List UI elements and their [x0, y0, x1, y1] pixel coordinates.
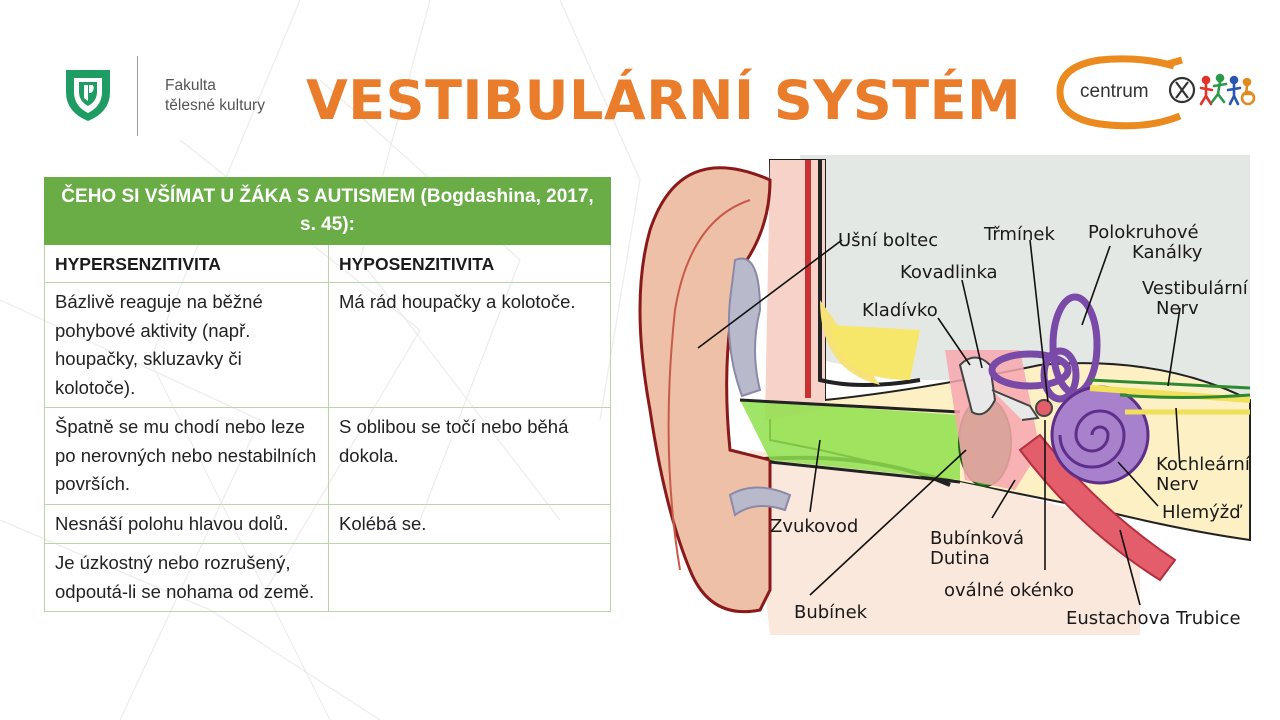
logo-divider	[137, 56, 138, 136]
centrum-logo: centrum	[1056, 55, 1256, 130]
table-cell: Je úzkostný nebo rozrušený, odpoutá-li s…	[44, 543, 329, 612]
label-vestibularni-2: Nerv	[1156, 298, 1199, 319]
label-usni-boltec: Ušní boltec	[838, 230, 938, 251]
table-cell: Nesnáší polohu hlavou dolů.	[44, 503, 329, 544]
ear-canal	[740, 400, 960, 480]
label-kochlearni-1: Kochleární	[1156, 454, 1251, 475]
table-cell: S oblibou se točí nebo běhá dokola.	[327, 407, 612, 505]
label-trminek: Třmínek	[983, 224, 1055, 245]
yellow-bone	[830, 325, 920, 380]
label-kovadlinka: Kovadlinka	[900, 262, 998, 283]
ossicles	[958, 356, 997, 416]
column-header-hyposensitivity: HYPOSENZITIVITA	[327, 244, 612, 283]
ear-anatomy-diagram: Ušní boltec Třmínek Polokruhové Kanálky …	[638, 155, 1251, 635]
label-polokruhove-2: Kanálky	[1132, 242, 1203, 263]
table-row: Bázlivě reaguje na běžné pohybové aktivi…	[44, 282, 612, 408]
label-ovalne-okenko: oválné okénko	[944, 580, 1074, 601]
cochlea	[1050, 385, 1150, 485]
table-cell: Bázlivě reaguje na běžné pohybové aktivi…	[44, 282, 329, 408]
label-kladivko: Kladívko	[862, 300, 938, 321]
centrum-logo-text: centrum	[1080, 81, 1149, 102]
label-kochlearni-2: Nerv	[1156, 474, 1199, 495]
autism-observation-table: ČEHO SI VŠÍMAT U ŽÁKA S AUTISMEM (Bogdas…	[43, 177, 612, 612]
label-vestibularni-1: Vestibulární	[1142, 278, 1249, 299]
nerves	[1089, 378, 1251, 415]
table-cell: Má rád houpačky a kolotoče.	[327, 282, 612, 408]
table-row: Špatně se mu chodí nebo leze po nerovnýc…	[44, 407, 612, 505]
lower-tissue	[750, 450, 1140, 635]
ear-cartilage	[727, 257, 762, 398]
label-bubinek: Bubínek	[794, 602, 868, 623]
faculty-line-2: tělesné kultury	[165, 97, 265, 114]
people-icon	[1199, 73, 1256, 106]
table-row: Je úzkostný nebo rozrušený, odpoutá-li s…	[44, 543, 612, 612]
column-header-hypersensitivity: HYPERSENZITIVITA	[44, 244, 329, 283]
table-cell	[327, 543, 612, 612]
label-bubinkova-1: Bubínková	[930, 528, 1024, 549]
faculty-name: Fakulta tělesné kultury	[165, 76, 265, 116]
label-zvukovod: Zvukovod	[770, 516, 858, 537]
label-polokruhove-1: Polokruhové	[1088, 222, 1199, 243]
university-logo	[66, 70, 110, 121]
table-row: Nesnáší polohu hlavou dolů. Kolébá se.	[44, 503, 612, 544]
table-cell: Kolébá se.	[327, 503, 612, 544]
table-cell: Špatně se mu chodí nebo leze po nerovnýc…	[44, 407, 329, 505]
label-eustachova-trubice: Eustachova Trubice	[1066, 608, 1241, 629]
faculty-line-1: Fakulta	[165, 77, 216, 94]
label-bubinkova-2: Dutina	[930, 548, 990, 569]
slide-title: VESTIBULÁRNÍ SYSTÉM	[306, 69, 1022, 132]
label-hlemyzd: Hlemýžď	[1162, 502, 1243, 523]
table-caption: ČEHO SI VŠÍMAT U ŽÁKA S AUTISMEM (Bogdas…	[43, 177, 612, 245]
